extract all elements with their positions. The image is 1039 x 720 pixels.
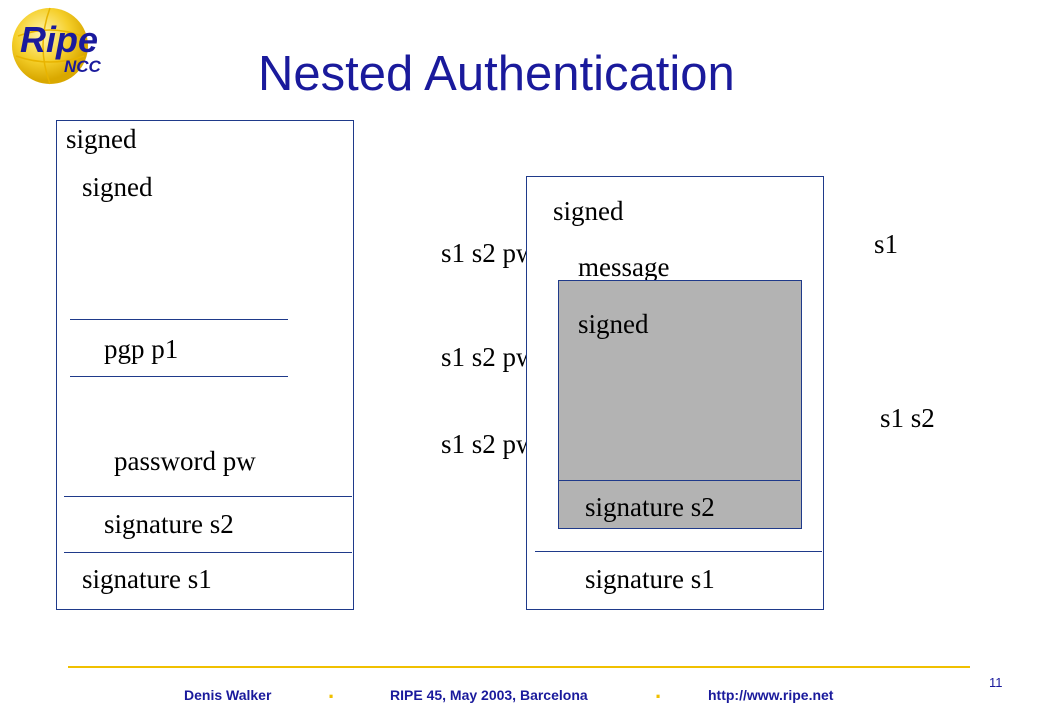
left-password-label: password pw xyxy=(114,446,256,476)
left-pgp-divider-top xyxy=(70,319,288,320)
left-outer-signed-label: signed xyxy=(66,124,137,154)
logo-sub-text: NCC xyxy=(64,57,101,76)
middle-auth-label-2: s1 s2 pw xyxy=(441,342,536,372)
footer-separator-1: . xyxy=(328,678,335,703)
left-signature-s1-label: signature s1 xyxy=(82,564,212,594)
page-number: 11 xyxy=(989,675,1003,690)
nested-sig2-divider xyxy=(559,480,800,481)
left-message-box xyxy=(56,120,354,610)
logo-main-text: Ripe xyxy=(20,19,99,60)
left-pgp-label: pgp p1 xyxy=(104,334,179,364)
right-auth-label-s1-s2: s1 s2 xyxy=(880,403,935,433)
left-signature-s2-label: signature s2 xyxy=(104,509,234,539)
footer-event: RIPE 45, May 2003, Barcelona xyxy=(390,687,588,703)
left-sig2-divider xyxy=(64,496,352,497)
right-inner-signed-label: signed xyxy=(578,309,649,339)
right-outer-signed-label: signed xyxy=(553,196,624,226)
right-message-label: message xyxy=(578,252,670,282)
right-sig1-divider xyxy=(535,551,822,552)
middle-auth-label-3: s1 s2 pw xyxy=(441,429,536,459)
left-pgp-divider-bottom xyxy=(70,376,288,377)
right-signature-s2-label: signature s2 xyxy=(585,492,715,522)
ripe-ncc-logo: Ripe NCC xyxy=(6,6,126,86)
footer-separator-2: . xyxy=(655,678,662,703)
footer-url-link[interactable]: http://www.ripe.net xyxy=(708,687,834,703)
nested-signed-block xyxy=(558,280,802,529)
left-inner-signed-label: signed xyxy=(82,172,153,202)
footer-rule xyxy=(68,666,970,668)
slide-title: Nested Authentication xyxy=(258,47,735,101)
left-sig1-divider xyxy=(64,552,352,553)
middle-auth-label-1: s1 s2 pw xyxy=(441,238,536,268)
globe-icon xyxy=(12,7,88,85)
right-signature-s1-label: signature s1 xyxy=(585,564,715,594)
right-auth-label-s1: s1 xyxy=(874,229,899,259)
footer-author: Denis Walker xyxy=(184,687,272,703)
